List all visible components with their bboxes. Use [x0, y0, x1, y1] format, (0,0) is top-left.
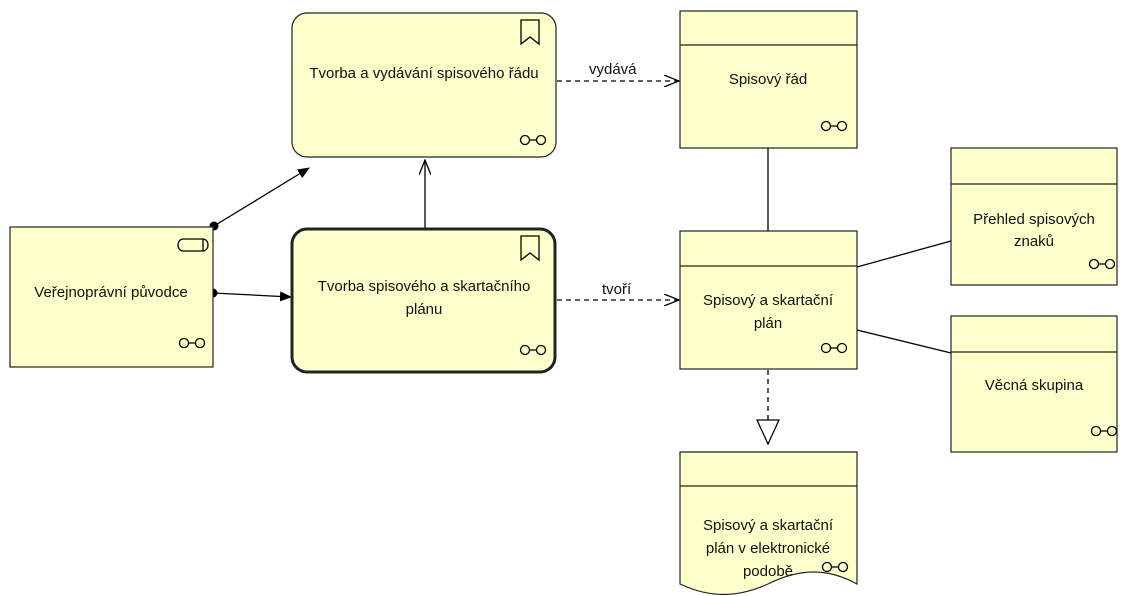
node-prehled-znaku[interactable]: Přehled spisových znaků	[950, 147, 1118, 286]
link-glasses-icon	[820, 120, 848, 132]
edge-composition-plan-prehled[interactable]	[818, 240, 952, 281]
node-label: Veřejnoprávní původce	[34, 284, 187, 301]
realization-triangle-head	[755, 419, 781, 446]
node-label: Spisový řád	[729, 71, 807, 88]
edge-label-vydava: vydává	[589, 61, 637, 78]
event-flag-icon	[520, 235, 540, 262]
node-label-line-2: plán	[754, 315, 782, 332]
cylinder-icon	[177, 238, 209, 252]
node-spisovy-plan[interactable]: Spisový a skartační plán	[679, 230, 858, 370]
node-label: Věcná skupina	[985, 377, 1084, 394]
node-label-line-2: plánu	[406, 301, 443, 318]
edge-assignment-actor-to-tvorba-vydavani[interactable]	[209, 167, 310, 231]
link-glasses-icon	[1088, 258, 1116, 270]
link-glasses-icon	[821, 561, 849, 573]
link-glasses-icon	[178, 337, 206, 349]
node-tvorba-vydavani[interactable]: Tvorba a vydávání spisového řádu	[291, 12, 557, 158]
link-glasses-icon	[519, 134, 547, 146]
node-tvorba-planu[interactable]: Tvorba spisového a skartačního plánu	[290, 227, 557, 374]
edge-label-bg-vydava	[586, 60, 646, 78]
node-label-line-1: Spisový a skartační	[703, 517, 834, 534]
link-glasses-icon	[1090, 425, 1118, 437]
edge-assignment-actor-to-tvorba-planu[interactable]	[208, 288, 292, 302]
edge-composition-plan-vecna[interactable]	[818, 317, 952, 354]
node-plan-elektronicky[interactable]: Spisový a skartační plán v elektronické …	[679, 451, 858, 596]
node-label-line-3: podobě	[743, 563, 793, 580]
edge-label-tvori: tvoří	[602, 281, 632, 298]
node-spisovy-rad[interactable]: Spisový řád	[679, 10, 858, 149]
edge-label-bg-tvori	[598, 279, 640, 297]
node-label-line-2: plán v elektronické	[706, 540, 830, 557]
node-label-line-1: Spisový a skartační	[703, 292, 834, 309]
node-verejnopravni-puvodce[interactable]: Veřejnoprávní původce	[9, 226, 214, 368]
node-label: Tvorba a vydávání spisového řádu	[309, 65, 538, 82]
event-flag-icon	[520, 19, 540, 46]
node-vecna-skupina[interactable]: Věcná skupina	[950, 315, 1118, 453]
node-label-line-1: Tvorba spisového a skartačního	[318, 278, 531, 295]
node-label-line-2: znaků	[1014, 233, 1054, 250]
link-glasses-icon	[820, 342, 848, 354]
node-label-line-1: Přehled spisových	[973, 211, 1095, 228]
link-glasses-icon	[519, 344, 547, 356]
